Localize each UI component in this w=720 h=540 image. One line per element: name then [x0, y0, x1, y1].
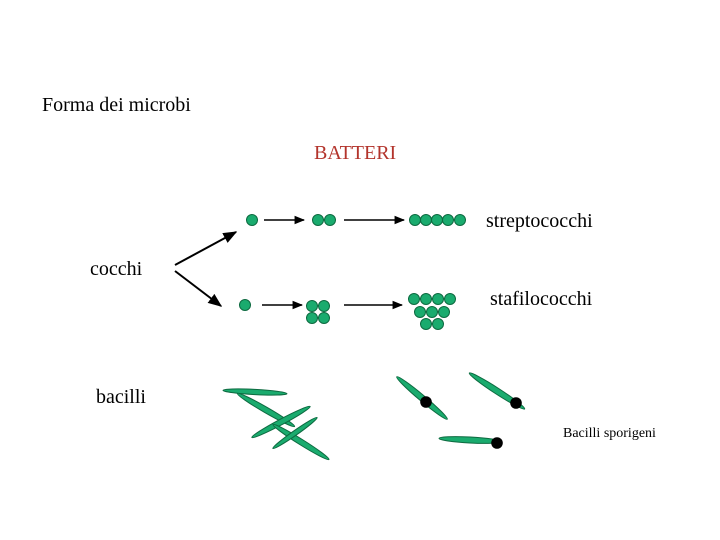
tetrad-cluster [307, 301, 330, 324]
branch-arrows [175, 232, 236, 306]
arrow-to-streptococchi [175, 232, 236, 265]
spore [510, 397, 522, 409]
spore [420, 396, 432, 408]
coccus-single [247, 215, 258, 226]
bacilli-sporigeni [395, 371, 527, 449]
rod [236, 391, 296, 429]
coccus-single [240, 300, 251, 311]
streptococchi-row [247, 215, 466, 226]
stafilococchi-row [240, 294, 456, 330]
streptococcus-chain [410, 215, 466, 226]
rod [223, 388, 287, 397]
bacilli-rods [223, 388, 331, 462]
staphylococcus-cluster [409, 294, 456, 330]
spore [491, 437, 503, 449]
arrow-to-stafilococchi [175, 271, 221, 306]
diplococcus-pair [313, 215, 336, 226]
